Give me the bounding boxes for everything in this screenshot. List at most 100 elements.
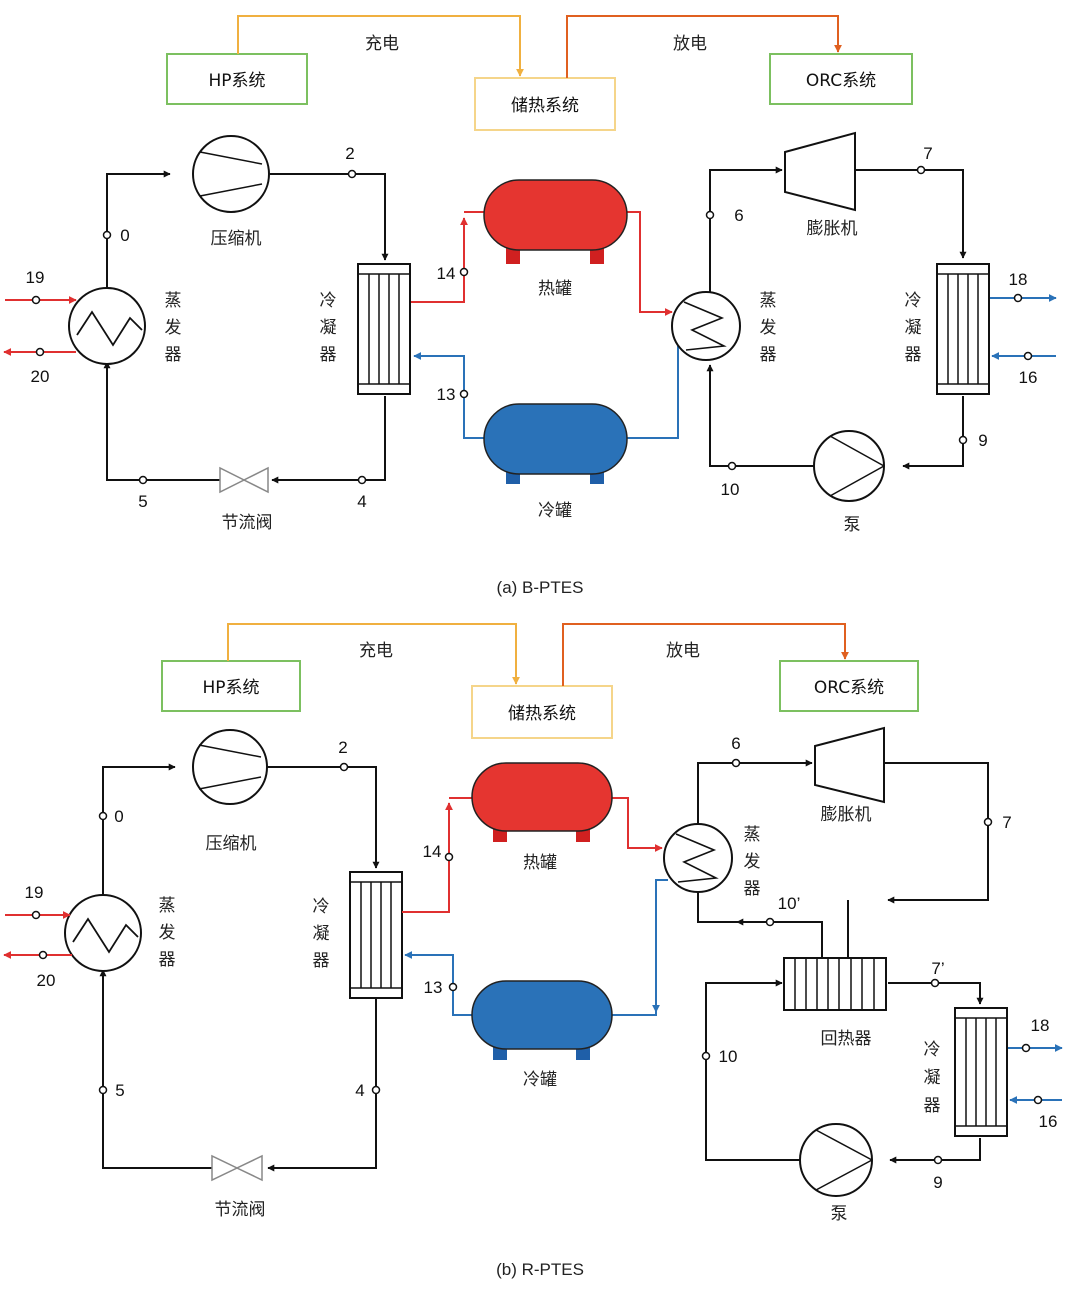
expander-label-b: 膨胀机: [821, 805, 872, 825]
point-6: [705, 210, 715, 220]
caption-a: (a) B-PTES: [497, 578, 584, 597]
discharge-arrow: [566, 15, 842, 78]
point-19-b: [31, 910, 41, 920]
point-10-label: 10: [721, 480, 740, 499]
point-2: [347, 169, 357, 179]
evaporator-left-label-1: 蒸: [165, 291, 182, 311]
point-19-label: 19: [26, 268, 45, 287]
point-18-b: [1021, 1043, 1031, 1053]
point-14-label-b: 14: [423, 842, 442, 861]
storage-system-label: 储热系统: [511, 96, 579, 116]
point-2-label-b: 2: [338, 738, 347, 757]
point-7-label: 7: [923, 144, 932, 163]
cold-tank-a: [483, 403, 628, 484]
cold-tank-b: [471, 980, 613, 1060]
compressor-b: [192, 729, 268, 805]
condenser-left-label-2: 凝: [320, 318, 337, 338]
point-10: [727, 461, 737, 471]
point-16: [1023, 351, 1033, 361]
compressor-a: [192, 135, 270, 213]
point-16-label-b: 16: [1039, 1112, 1058, 1131]
evaporator-left-label-2: 发: [165, 318, 182, 338]
point-5-label-b: 5: [115, 1081, 124, 1100]
point-10-b: [701, 1051, 711, 1061]
condenser-left-a: [357, 263, 411, 395]
point-6-label-b: 6: [731, 734, 740, 753]
point-20-b: [38, 950, 48, 960]
point-7-label-b: 7: [1002, 813, 1011, 832]
condenser-left-label-1: 冷: [320, 291, 337, 311]
point-9-label: 9: [978, 431, 987, 450]
point-18: [1013, 293, 1023, 303]
condenser-right-a: [936, 263, 990, 395]
hot-stream-14-b: [402, 802, 453, 913]
point-4-label: 4: [357, 492, 366, 511]
hot-tank-a: [483, 179, 628, 264]
caption-b: (b) R-PTES: [496, 1260, 584, 1279]
pump-label: 泵: [844, 515, 861, 535]
evaporator-left-label-3: 器: [165, 345, 182, 365]
point-13-b: [448, 982, 458, 992]
evaporator-right-label-b1: 蒸: [744, 825, 761, 845]
cold-tank-label: 冷罐: [538, 501, 572, 521]
hot-to-evap-b: [612, 797, 663, 852]
point-20: [35, 347, 45, 357]
evaporator-right-label-3: 器: [760, 345, 777, 365]
point-0-b: [98, 811, 108, 821]
pump-b: [799, 1123, 873, 1197]
charge-arrow-b: [227, 623, 520, 685]
point-0-label: 0: [120, 226, 129, 245]
evaporator-right-a: [671, 291, 741, 361]
point-7p-b: [930, 978, 940, 988]
point-2-label: 2: [345, 144, 354, 163]
evaporator-left-b: [64, 894, 142, 972]
point-7-b: [983, 817, 993, 827]
point-10p-label-b: 10’: [778, 894, 801, 913]
evap-to-cold: [627, 338, 682, 439]
point-10p-b: [765, 917, 775, 927]
pump-label-b: 泵: [831, 1204, 848, 1224]
point-16-b: [1033, 1095, 1043, 1105]
discharge-label: 放电: [673, 34, 707, 54]
point-14: [459, 267, 469, 277]
hot-tank-b: [471, 762, 613, 842]
point-16-label: 16: [1019, 368, 1038, 387]
point-19-label-b: 19: [25, 883, 44, 902]
point-7p-label-b: 7’: [931, 959, 944, 978]
throttle-label: 节流阀: [222, 513, 273, 533]
point-0: [102, 230, 112, 240]
point-4-b: [371, 1085, 381, 1095]
storage-system-box: [474, 77, 616, 131]
evaporator-right-b: [663, 823, 733, 893]
evaporator-right-label-b2: 发: [744, 852, 761, 872]
throttle-valve-a: [219, 466, 269, 494]
evaporator-right-label-2: 发: [760, 318, 777, 338]
point-7: [916, 165, 926, 175]
point-9-label-b: 9: [933, 1173, 942, 1192]
evaporator-left-a: [68, 287, 146, 365]
evaporator-left-label-b2: 发: [159, 923, 176, 943]
point-9: [958, 435, 968, 445]
hp-cycle-b: [99, 763, 380, 1172]
condenser-right-b: [954, 1007, 1008, 1137]
condenser-left-label-b3: 器: [313, 951, 330, 971]
point-13-label-b: 13: [424, 978, 443, 997]
point-0-label-b: 0: [114, 807, 123, 826]
point-5: [138, 475, 148, 485]
condenser-right-label-b1: 冷: [924, 1040, 941, 1060]
point-5-label: 5: [138, 492, 147, 511]
point-14-b: [444, 852, 454, 862]
evaporator-right-label-1: 蒸: [760, 291, 777, 311]
orc-system-box-b: [779, 660, 919, 712]
hp-system-label-b: HP系统: [202, 678, 259, 698]
condenser-right-label-b3: 器: [924, 1096, 941, 1116]
point-5-b: [98, 1085, 108, 1095]
point-13-label: 13: [437, 385, 456, 404]
orc-system-box: [769, 53, 913, 105]
expander-label: 膨胀机: [807, 219, 858, 239]
discharge-arrow-b: [562, 623, 849, 686]
condenser-right-label-b2: 凝: [924, 1068, 941, 1088]
point-4-label-b: 4: [355, 1081, 364, 1100]
hot-stream-14: [411, 217, 468, 303]
